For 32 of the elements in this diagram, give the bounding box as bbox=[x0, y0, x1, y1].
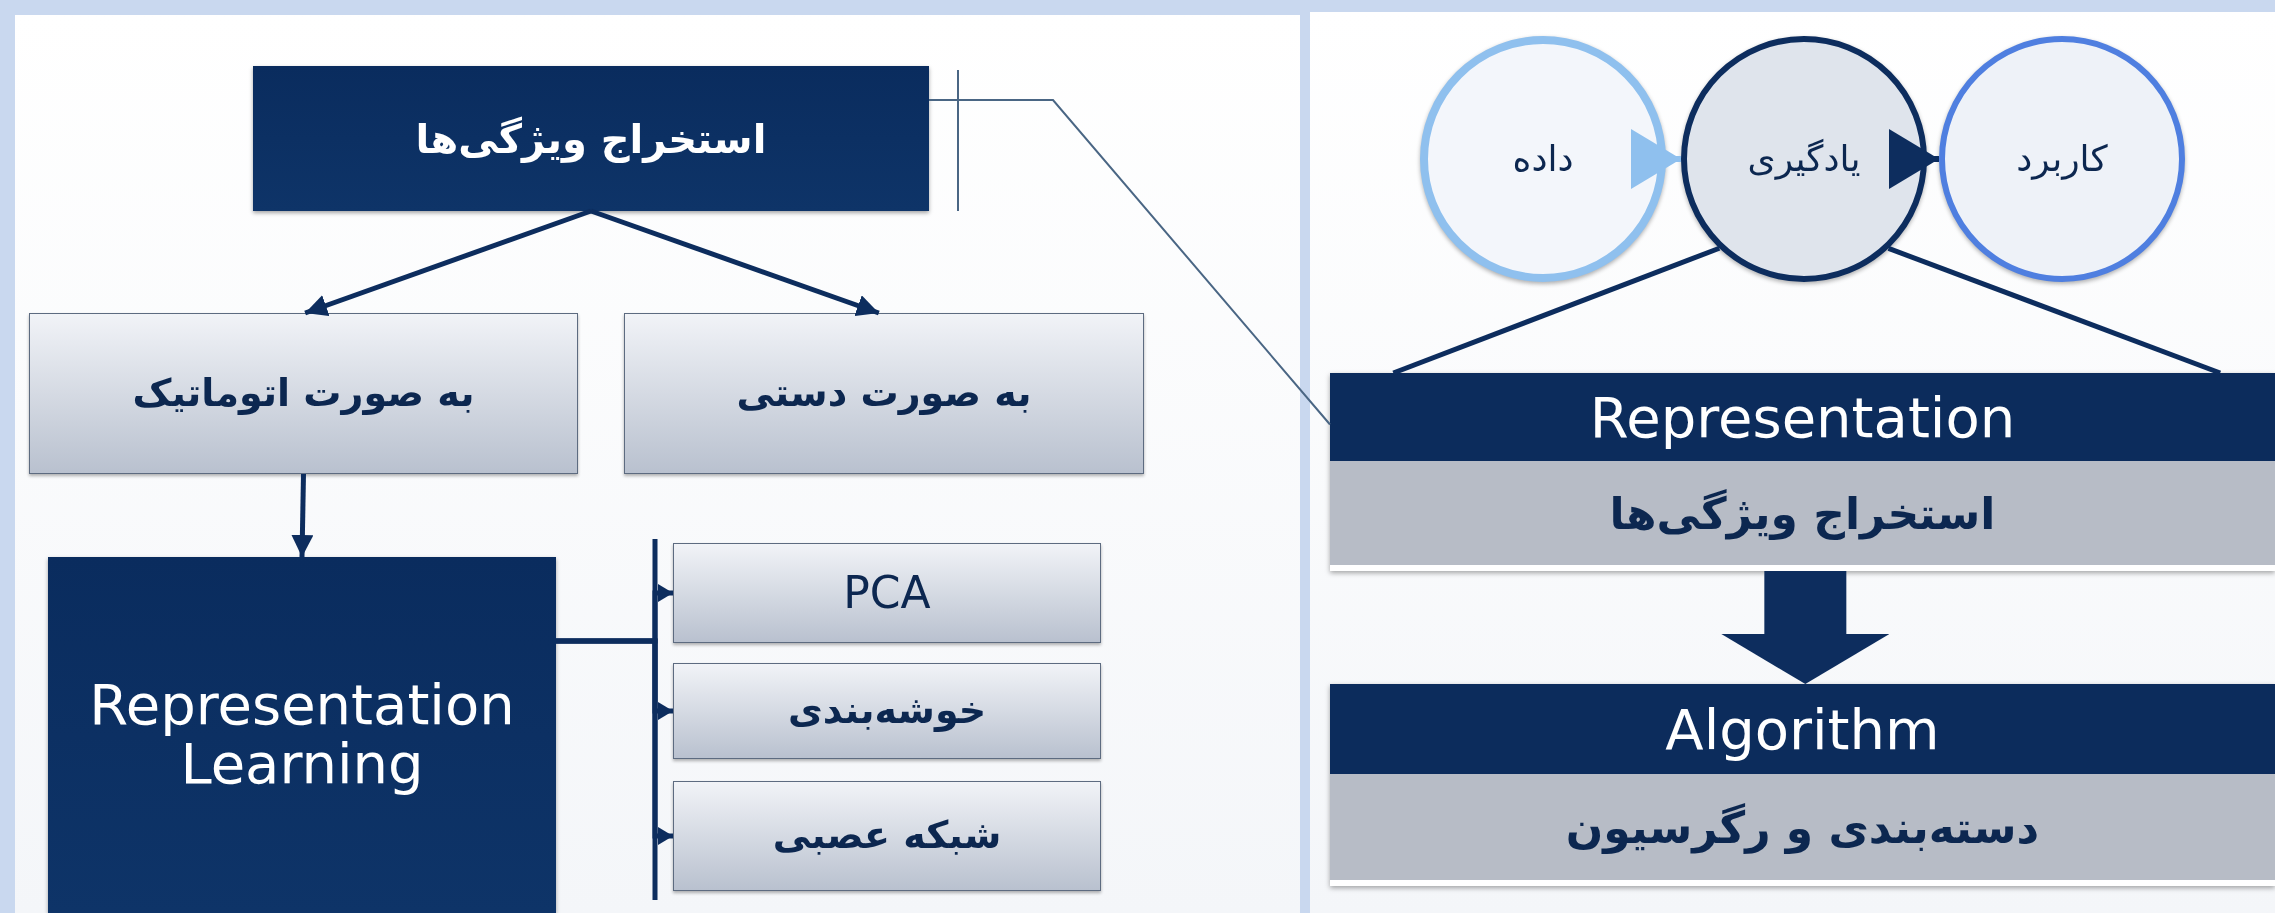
node-label: شبکه عصبی bbox=[772, 816, 1002, 856]
process-box bbox=[673, 543, 1101, 643]
node-label: یادگیری bbox=[1747, 140, 1861, 178]
node-label: به صورت دستی bbox=[736, 373, 1032, 414]
band-heading: Representation bbox=[1330, 373, 2275, 462]
connector-line bbox=[1887, 246, 2222, 376]
node-label: داده bbox=[1512, 140, 1574, 178]
node-label: به صورت اتوماتیک bbox=[132, 373, 475, 414]
node-label: خوشه‌بندی bbox=[787, 691, 987, 731]
node-label: Representation Learning bbox=[88, 676, 516, 794]
process-box bbox=[673, 781, 1101, 891]
arrow bbox=[304, 208, 592, 316]
process-box bbox=[673, 663, 1101, 759]
process-box bbox=[624, 313, 1144, 474]
band-subheading: استخراج ویژگی‌ها bbox=[1330, 461, 2275, 565]
band-heading: Algorithm bbox=[1330, 684, 2275, 775]
band-box bbox=[1330, 684, 2275, 886]
process-box bbox=[253, 66, 929, 211]
connector-line bbox=[928, 98, 1331, 426]
arrow bbox=[590, 208, 880, 316]
arrow bbox=[1889, 129, 1939, 189]
arrow bbox=[291, 473, 314, 558]
process-box bbox=[48, 557, 556, 913]
block-arrow bbox=[1721, 571, 1890, 684]
arrow bbox=[556, 638, 673, 845]
node-label: PCA bbox=[843, 569, 931, 617]
process-box bbox=[29, 313, 578, 474]
connector-line bbox=[1392, 245, 1721, 376]
arrow bbox=[1631, 129, 1681, 189]
band-subheading: دسته‌بندی و رگرسیون bbox=[1330, 774, 2275, 880]
node-label: کاربرد bbox=[2016, 140, 2108, 178]
band-box bbox=[1330, 373, 2275, 571]
